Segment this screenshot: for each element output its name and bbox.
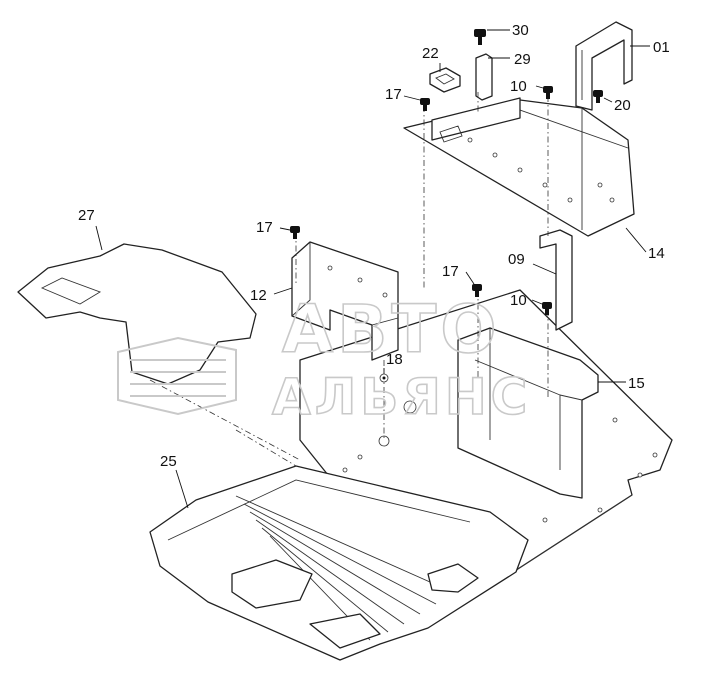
label-17c: 17 bbox=[442, 263, 459, 280]
label-27: 27 bbox=[78, 207, 95, 224]
bolt-20-icon bbox=[593, 90, 603, 103]
leader-lines bbox=[95, 29, 650, 509]
mat-27 bbox=[17, 243, 257, 385]
label-18: 18 bbox=[386, 351, 403, 368]
bolt-17a-icon bbox=[420, 98, 430, 111]
bolt-17c-icon bbox=[472, 284, 482, 297]
bolt-10a-icon bbox=[543, 86, 553, 99]
watermark-line-2: АЛЬЯНС bbox=[272, 368, 531, 426]
label-12: 12 bbox=[250, 287, 267, 304]
cover-22 bbox=[429, 67, 461, 93]
mat-25 bbox=[149, 465, 529, 661]
watermark-line-1: АВТО bbox=[282, 291, 501, 368]
watermark: АВТО АЛЬЯНС bbox=[117, 290, 531, 427]
label-09: 09 bbox=[508, 251, 525, 268]
label-22: 22 bbox=[422, 45, 439, 62]
label-10a: 10 bbox=[510, 78, 527, 95]
label-01: 01 bbox=[653, 39, 670, 56]
bolt-30-icon bbox=[474, 29, 486, 45]
label-10b: 10 bbox=[510, 292, 527, 309]
label-20: 20 bbox=[614, 97, 631, 114]
strap-09 bbox=[539, 229, 573, 331]
label-15: 15 bbox=[628, 375, 645, 392]
label-17a: 17 bbox=[385, 86, 402, 103]
bolt-17b-icon bbox=[290, 226, 300, 239]
label-30: 30 bbox=[512, 22, 529, 39]
panel-15 bbox=[457, 327, 599, 499]
label-29: 29 bbox=[514, 51, 531, 68]
watermark-logo-icon bbox=[117, 336, 237, 416]
clip-18-icon bbox=[379, 373, 389, 383]
label-17b: 17 bbox=[256, 219, 273, 236]
label-14: 14 bbox=[648, 245, 665, 262]
part-labels: 01 30 22 29 10 17 20 27 17 14 09 17 12 1… bbox=[78, 22, 670, 470]
projection-lines bbox=[149, 92, 549, 467]
shelf-14 bbox=[403, 97, 635, 237]
bolt-10b-icon bbox=[542, 302, 552, 315]
bolts bbox=[290, 29, 603, 383]
label-25: 25 bbox=[160, 453, 177, 470]
strip-29 bbox=[475, 53, 493, 101]
bracket-01 bbox=[575, 21, 633, 111]
panel-12 bbox=[291, 241, 399, 361]
